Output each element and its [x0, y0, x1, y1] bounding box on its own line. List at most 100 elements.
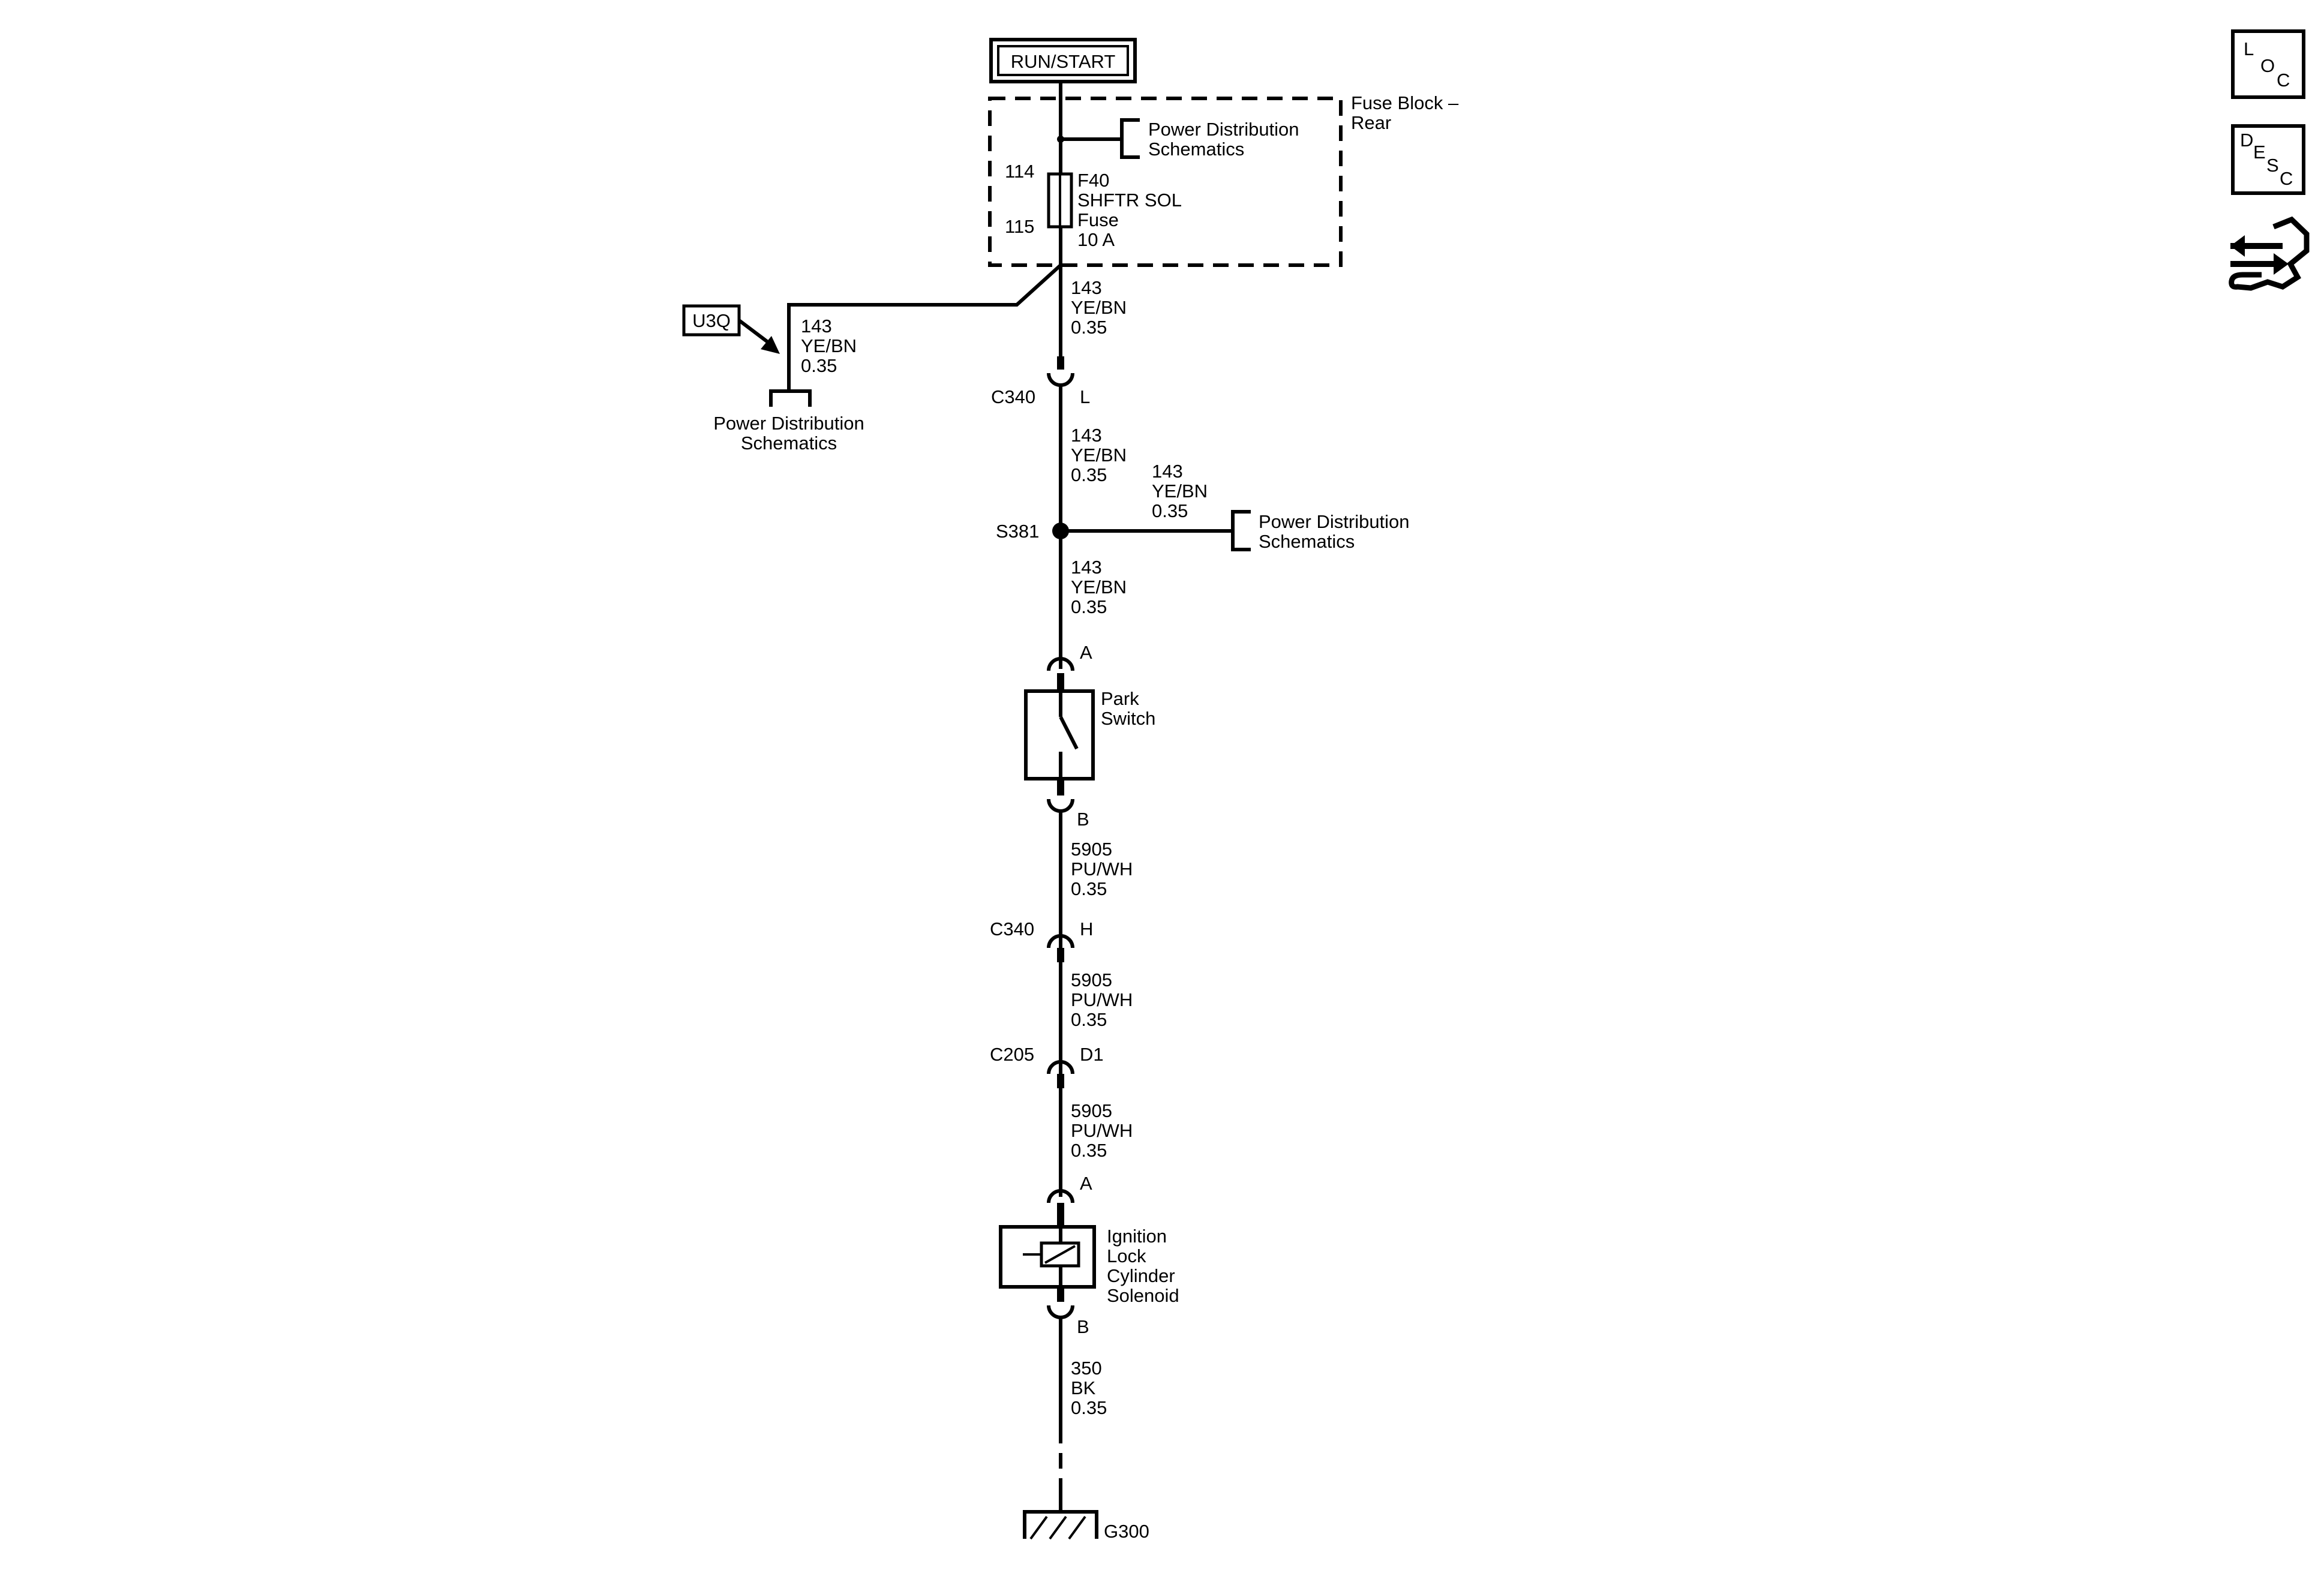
svg-text:0.35: 0.35 [1071, 464, 1107, 485]
wire-label-143-c: 143 YE/BN 0.35 [1152, 461, 1208, 521]
svg-text:C: C [2277, 70, 2290, 91]
svg-text:143: 143 [801, 316, 832, 337]
svg-text:C205: C205 [990, 1044, 1034, 1065]
svg-text:Ignition: Ignition [1107, 1226, 1167, 1247]
run-start-text: RUN/START [1011, 51, 1116, 72]
wire-label-350: 350 BK 0.35 [1071, 1358, 1107, 1418]
svg-text:A: A [1080, 642, 1092, 663]
svg-text:YE/BN: YE/BN [1152, 481, 1208, 502]
connector-c205-pin-d1: C205 D1 [990, 1044, 1104, 1088]
svg-text:Cylinder: Cylinder [1107, 1265, 1175, 1286]
power-dist-ref-top: Power Distribution Schematics [1120, 118, 1299, 160]
ignition-lock-cylinder-solenoid: Ignition Lock Cylinder Solenoid [999, 1225, 1179, 1306]
svg-text:0.35: 0.35 [1071, 878, 1107, 899]
wire-label-143-u3q: 143 YE/BN 0.35 [801, 316, 857, 376]
svg-text:S381: S381 [996, 521, 1039, 542]
ground-g300: G300 [1023, 1491, 1149, 1542]
svg-text:350: 350 [1071, 1358, 1102, 1379]
svg-text:H: H [1080, 918, 1093, 939]
svg-text:5905: 5905 [1071, 1100, 1112, 1121]
fuse-rating: 10 A [1077, 229, 1115, 250]
fuse-desc: SHFTR SOL [1077, 190, 1182, 211]
connector-c340-pin-l: C340 L [991, 356, 1090, 407]
fuse-cavity-out: 115 [1005, 216, 1034, 237]
svg-text:YE/BN: YE/BN [1071, 445, 1127, 466]
u3q-text: U3Q [692, 310, 731, 331]
power-dist-ref-left: Power Distribution Schematics [713, 389, 864, 454]
fuse-name: F40 [1077, 170, 1109, 191]
svg-text:5905: 5905 [1071, 969, 1112, 990]
park-switch-pin-a: A [1047, 642, 1092, 691]
fuse-word: Fuse [1077, 209, 1119, 230]
svg-text:0.35: 0.35 [1071, 596, 1107, 617]
connector-arrows-icon[interactable] [2229, 216, 2310, 291]
svg-text:143: 143 [1071, 557, 1102, 578]
svg-text:BK: BK [1071, 1377, 1096, 1398]
svg-text:L: L [1080, 386, 1090, 407]
power-dist-top-line1: Power Distribution [1148, 119, 1299, 140]
svg-text:143: 143 [1152, 461, 1183, 482]
svg-text:0.35: 0.35 [1071, 1009, 1107, 1030]
svg-text:Park: Park [1101, 688, 1139, 709]
svg-text:5905: 5905 [1071, 839, 1112, 860]
svg-text:D: D [2240, 130, 2253, 151]
svg-text:YE/BN: YE/BN [1071, 577, 1127, 598]
svg-text:B: B [1077, 1316, 1089, 1337]
connector-c340-pin-h: C340 H [990, 918, 1093, 962]
fuse-block-title: Fuse Block – [1351, 92, 1459, 113]
svg-text:PU/WH: PU/WH [1071, 858, 1133, 879]
fuse-block-title-2: Rear [1351, 112, 1391, 133]
svg-text:Power Distribution: Power Distribution [1259, 511, 1410, 532]
svg-text:S: S [2266, 155, 2279, 176]
power-dist-ref-right: Power Distribution Schematics [1231, 510, 1410, 552]
svg-text:Schematics: Schematics [1259, 531, 1355, 552]
svg-text:Solenoid: Solenoid [1107, 1285, 1179, 1306]
loc-icon[interactable]: L O C [2231, 29, 2305, 99]
svg-text:Schematics: Schematics [741, 433, 837, 454]
park-switch-pin-b: B [1047, 779, 1089, 830]
svg-text:L: L [2244, 38, 2254, 59]
svg-text:E: E [2253, 142, 2266, 163]
svg-text:G300: G300 [1104, 1521, 1149, 1542]
svg-text:PU/WH: PU/WH [1071, 1120, 1133, 1141]
svg-text:0.35: 0.35 [1071, 317, 1107, 338]
wire-label-143-a: 143 YE/BN 0.35 [1071, 277, 1127, 338]
svg-text:0.35: 0.35 [1071, 1397, 1107, 1418]
svg-text:0.35: 0.35 [1071, 1140, 1107, 1161]
fuse-block-rear: Fuse Block – Rear 114 115 [988, 92, 1459, 267]
u3q-option-badge: U3Q [682, 304, 780, 354]
svg-text:C340: C340 [991, 386, 1035, 407]
park-switch: Park Switch [1024, 688, 1155, 781]
solenoid-pin-a: A [1047, 1173, 1092, 1227]
svg-text:143: 143 [1071, 425, 1102, 446]
wire-label-143-b: 143 YE/BN 0.35 [1071, 425, 1127, 485]
solenoid-pin-b: B [1047, 1287, 1089, 1337]
fuse-cavity-in: 114 [1005, 161, 1034, 182]
svg-text:PU/WH: PU/WH [1071, 989, 1133, 1010]
run-start-power-label: RUN/START [989, 38, 1137, 83]
splice-s381: S381 [996, 521, 1069, 542]
desc-icon[interactable]: D E S C [2231, 124, 2305, 195]
svg-text:Switch: Switch [1101, 708, 1155, 729]
wire-label-5905-c: 5905 PU/WH 0.35 [1071, 1100, 1133, 1161]
svg-text:D1: D1 [1080, 1044, 1104, 1065]
svg-text:A: A [1080, 1173, 1092, 1194]
svg-text:0.35: 0.35 [801, 355, 837, 376]
wire-label-5905-a: 5905 PU/WH 0.35 [1071, 839, 1133, 899]
svg-text:C: C [2280, 168, 2293, 189]
svg-text:Lock: Lock [1107, 1245, 1146, 1266]
wire-label-5905-b: 5905 PU/WH 0.35 [1071, 969, 1133, 1030]
svg-text:0.35: 0.35 [1152, 500, 1188, 521]
fuse-f40: F40 SHFTR SOL Fuse 10 A [1047, 170, 1182, 250]
svg-text:B: B [1077, 809, 1089, 830]
wire-label-143-d: 143 YE/BN 0.35 [1071, 557, 1127, 617]
svg-text:C340: C340 [990, 918, 1034, 939]
svg-text:Power Distribution: Power Distribution [713, 413, 864, 434]
power-dist-top-line2: Schematics [1148, 139, 1244, 160]
svg-text:YE/BN: YE/BN [801, 335, 857, 356]
svg-text:YE/BN: YE/BN [1071, 297, 1127, 318]
svg-text:O: O [2260, 55, 2275, 76]
svg-text:143: 143 [1071, 277, 1102, 298]
wire-u3q-branch [787, 263, 1062, 393]
